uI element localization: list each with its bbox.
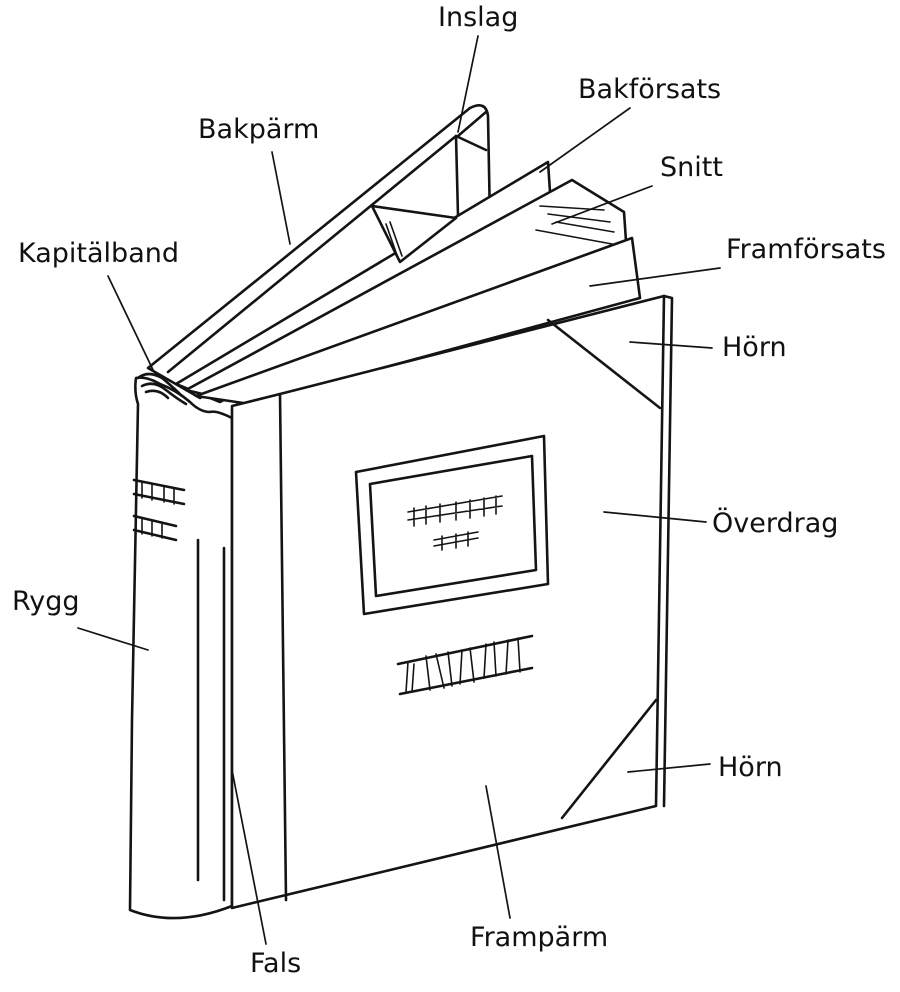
spine-band-bottom	[132, 514, 178, 542]
label-frame-inner	[368, 454, 538, 598]
leader-horn-top	[629, 341, 713, 349]
front-cover	[230, 294, 666, 910]
leader-frampärm	[485, 785, 511, 919]
imprint-scribble	[396, 634, 534, 696]
spine	[128, 376, 234, 920]
label-scribble-line2	[433, 531, 479, 551]
spine-band-bottom-ticks	[141, 517, 163, 539]
label-inslag: Inslag	[438, 2, 518, 33]
label-overdrag: Överdrag	[712, 507, 838, 539]
leader-horn-bottom	[627, 763, 711, 773]
corner-bottom	[560, 698, 658, 820]
turn-in	[454, 110, 488, 152]
leader-framforsats	[589, 267, 721, 287]
front-endpaper	[194, 236, 642, 406]
label-kapitalband: Kapitälband	[18, 238, 179, 269]
leader-bakparm	[271, 151, 291, 245]
label-rygg: Rygg	[12, 586, 80, 617]
leader-rygg	[77, 627, 149, 651]
leader-kapitalband	[107, 275, 155, 373]
label-bakparm: Bakpärm	[198, 114, 319, 145]
label-horn-bottom: Hörn	[718, 752, 783, 783]
spine-band-top-ticks	[141, 481, 175, 505]
folded-leaf-shade	[385, 221, 403, 259]
folded-leaf	[370, 204, 458, 264]
fore-edge	[662, 294, 674, 808]
headband	[136, 372, 188, 406]
label-snitt: Snitt	[660, 152, 723, 183]
label-frampärm: Frampärm	[470, 922, 608, 953]
leader-bakforsats	[539, 107, 631, 173]
corner-top	[546, 318, 662, 410]
imprint-scribble-strokes	[405, 637, 521, 693]
label-horn-top: Hörn	[722, 332, 787, 363]
label-bakforsats: Bakförsats	[578, 74, 721, 105]
label-frame-outer	[354, 434, 550, 616]
board-edge	[278, 392, 288, 902]
leader-fals	[231, 769, 267, 945]
leader-snitt	[551, 185, 653, 225]
label-scribble-line1	[407, 495, 503, 527]
leader-inslag	[457, 35, 479, 133]
label-framforsats: Framförsats	[726, 234, 886, 265]
edge-lines	[535, 205, 615, 245]
label-fals: Fals	[250, 948, 301, 979]
leader-overdrag	[603, 511, 707, 523]
